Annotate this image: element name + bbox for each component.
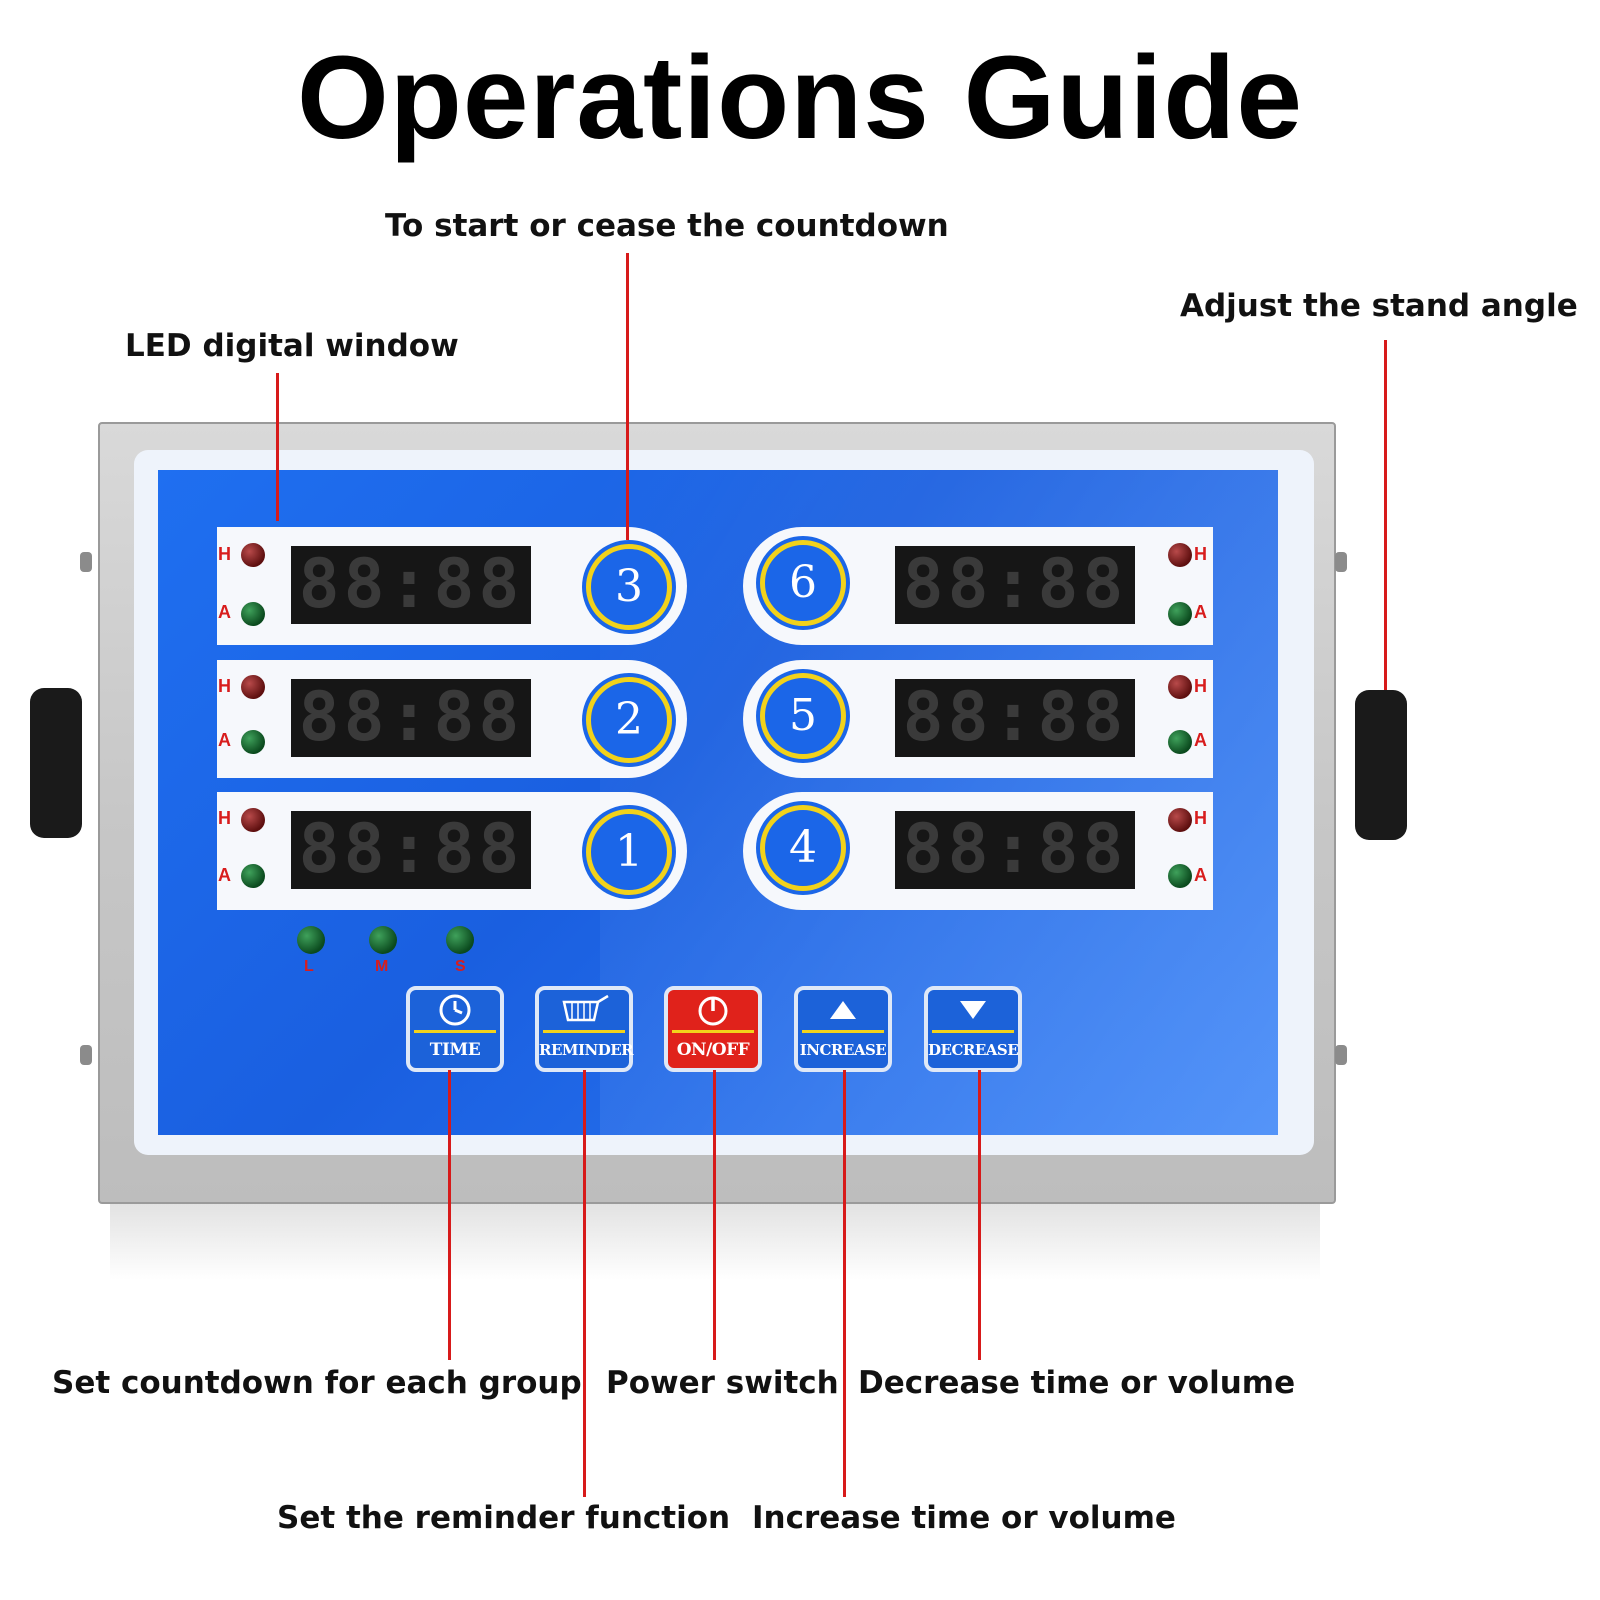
decrease-button[interactable]: DECREASE bbox=[924, 986, 1022, 1072]
led-label-alarm: A bbox=[218, 730, 231, 750]
button-divider bbox=[932, 1030, 1014, 1033]
button-divider bbox=[414, 1030, 496, 1033]
volume-led-soft bbox=[446, 926, 474, 954]
channel-3-button[interactable]: 3 bbox=[586, 544, 672, 630]
indicator-led-alarm bbox=[241, 864, 265, 888]
channel-5-button[interactable]: 5 bbox=[760, 673, 846, 759]
led-label-high: H bbox=[1194, 544, 1207, 564]
button-divider bbox=[672, 1030, 754, 1033]
leader-line-power bbox=[713, 1070, 716, 1360]
button-divider bbox=[802, 1030, 884, 1033]
indicator-led-high bbox=[241, 675, 265, 699]
arrow-down-icon bbox=[928, 990, 1018, 1030]
indicator-led-high bbox=[1168, 675, 1192, 699]
led-label-alarm: A bbox=[1194, 730, 1207, 750]
led-display-2: 88:88 bbox=[291, 679, 531, 757]
button-divider bbox=[543, 1030, 625, 1033]
leader-line-stand-angle bbox=[1384, 340, 1387, 690]
led-label-high: H bbox=[1194, 808, 1207, 828]
callout-power-switch: Power switch bbox=[606, 1365, 839, 1401]
time-button-label: TIME bbox=[429, 1040, 481, 1060]
fryer-basket-icon bbox=[539, 990, 629, 1030]
volume-label-low: L bbox=[304, 958, 314, 975]
stand-knob-left[interactable] bbox=[30, 688, 82, 838]
channel-2-button[interactable]: 2 bbox=[586, 677, 672, 763]
led-label-high: H bbox=[218, 544, 231, 564]
indicator-led-alarm bbox=[241, 602, 265, 626]
led-display-5: 88:88 bbox=[895, 679, 1135, 757]
callout-stand-angle: Adjust the stand angle bbox=[1180, 288, 1578, 324]
power-icon bbox=[668, 990, 758, 1030]
callout-decrease: Decrease time or volume bbox=[858, 1365, 1296, 1401]
channel-1-button[interactable]: 1 bbox=[586, 809, 672, 895]
indicator-led-high bbox=[1168, 543, 1192, 567]
led-display-6: 88:88 bbox=[895, 546, 1135, 624]
increase-button[interactable]: INCREASE bbox=[794, 986, 892, 1072]
reminder-button-label: REMINDER bbox=[539, 1041, 634, 1059]
callout-set-countdown: Set countdown for each group bbox=[52, 1365, 582, 1401]
indicator-led-high bbox=[241, 543, 265, 567]
led-label-alarm: A bbox=[218, 865, 231, 885]
indicator-led-alarm bbox=[1168, 730, 1192, 754]
indicator-led-alarm bbox=[241, 730, 265, 754]
leader-line-increase bbox=[843, 1070, 846, 1497]
leader-line-start-stop bbox=[626, 253, 629, 540]
led-label-high: H bbox=[218, 676, 231, 696]
volume-led-medium bbox=[369, 926, 397, 954]
callout-reminder: Set the reminder function bbox=[277, 1500, 731, 1536]
time-button[interactable]: TIME bbox=[406, 986, 504, 1072]
screw bbox=[1335, 552, 1347, 572]
leader-line-set-countdown bbox=[448, 1070, 451, 1360]
indicator-led-alarm bbox=[1168, 602, 1192, 626]
volume-led-low bbox=[297, 926, 325, 954]
power-button-label: ON/OFF bbox=[676, 1040, 750, 1060]
led-display-4: 88:88 bbox=[895, 811, 1135, 889]
channel-6-button[interactable]: 6 bbox=[760, 540, 846, 626]
decrease-button-label: DECREASE bbox=[928, 1041, 1019, 1059]
screw bbox=[1335, 1045, 1347, 1065]
screw bbox=[80, 1045, 92, 1065]
reminder-button[interactable]: REMINDER bbox=[535, 986, 634, 1072]
led-label-alarm: A bbox=[1194, 602, 1207, 622]
arrow-up-icon bbox=[798, 990, 888, 1030]
callout-led-window: LED digital window bbox=[125, 328, 459, 364]
power-button[interactable]: ON/OFF bbox=[664, 986, 762, 1072]
led-label-alarm: A bbox=[218, 602, 231, 622]
indicator-led-alarm bbox=[1168, 864, 1192, 888]
clock-icon bbox=[410, 990, 500, 1030]
increase-button-label: INCREASE bbox=[799, 1041, 887, 1059]
page-title: Operations Guide bbox=[296, 32, 1304, 164]
led-label-high: H bbox=[218, 808, 231, 828]
callout-start-stop: To start or cease the countdown bbox=[385, 208, 949, 244]
indicator-led-high bbox=[1168, 808, 1192, 832]
leader-line-led-window bbox=[276, 373, 279, 521]
led-display-1: 88:88 bbox=[291, 811, 531, 889]
led-label-high: H bbox=[1194, 676, 1207, 696]
stand-knob-right[interactable] bbox=[1355, 690, 1407, 840]
screw bbox=[80, 552, 92, 572]
leader-line-reminder bbox=[583, 1070, 586, 1497]
channel-4-button[interactable]: 4 bbox=[760, 805, 846, 891]
leader-line-decrease bbox=[978, 1070, 981, 1360]
volume-label-medium: M bbox=[375, 958, 389, 975]
volume-label-soft: S bbox=[455, 958, 466, 975]
callout-increase: Increase time or volume bbox=[752, 1500, 1176, 1536]
led-display-3: 88:88 bbox=[291, 546, 531, 624]
led-label-alarm: A bbox=[1194, 865, 1207, 885]
indicator-led-high bbox=[241, 808, 265, 832]
